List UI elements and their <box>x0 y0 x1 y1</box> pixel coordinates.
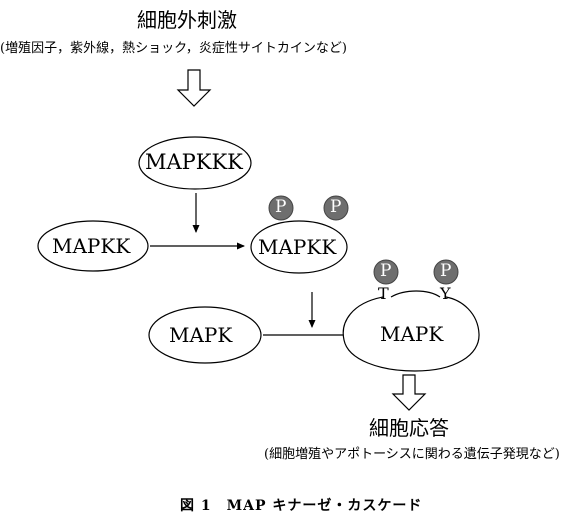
mapkk-active-label: MAPKK <box>258 235 337 259</box>
mapk-ty-linker <box>390 290 441 298</box>
mapkk-inactive-label: MAPKK <box>52 234 131 258</box>
mapk-phospho-1 <box>373 259 399 285</box>
input-title: 細胞外刺激 <box>137 8 237 32</box>
mapk-inactive-label: MAPK <box>169 323 233 347</box>
mapkk-phospho-1-label: P <box>275 197 287 217</box>
input-subtitle: (増殖因子，紫外線，熱ショック，炎症性サイトカインなど) <box>0 41 347 56</box>
mapkk-inactive-node <box>37 220 149 272</box>
input-block-arrow <box>176 69 212 107</box>
site-t-label: T <box>378 284 389 303</box>
mapkkk-label: MAPKKK <box>145 150 243 174</box>
mapk-active-label: MAPK <box>380 322 444 346</box>
output-title: 細胞応答 <box>369 416 449 440</box>
mapk-inactive-node <box>148 306 262 364</box>
mapkk-phospho-1 <box>268 195 294 221</box>
mapk-active-node <box>342 296 480 372</box>
site-y-label: Y <box>440 284 451 303</box>
output-subtitle: (細胞増殖やアポトーシスに関わる遺伝子発現など) <box>264 447 560 462</box>
mapkk-active-node <box>250 220 348 274</box>
mapkk-phospho-2-label: P <box>330 197 342 217</box>
figure-caption: 図 1 MAP キナーゼ・カスケード <box>180 498 423 514</box>
mapkk-phospho-2 <box>323 195 349 221</box>
mapk-phospho-1-label: P <box>380 261 392 281</box>
mapkkk-node <box>138 136 252 190</box>
output-block-arrow <box>391 374 427 411</box>
mapk-phospho-2 <box>433 259 459 285</box>
mapk-phospho-2-label: P <box>440 261 452 281</box>
